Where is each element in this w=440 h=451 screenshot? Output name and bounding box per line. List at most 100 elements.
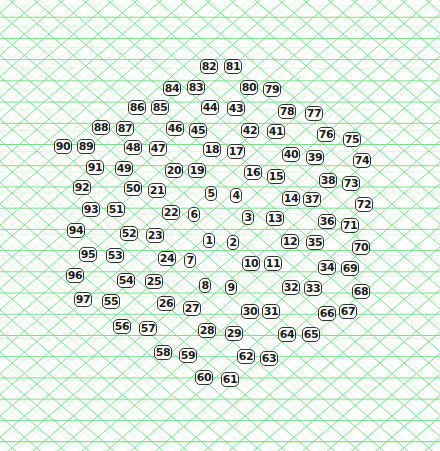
mesh-line <box>0 317 440 318</box>
mesh-line <box>0 356 440 357</box>
mesh-line <box>0 0 290 451</box>
callout-number: 60 <box>195 370 213 385</box>
mesh-line <box>0 68 440 69</box>
callout-number: 78 <box>278 104 296 119</box>
mesh-line <box>200 0 440 451</box>
mesh-line <box>0 193 440 194</box>
callout-number: 89 <box>77 139 95 154</box>
callout-number: 50 <box>124 181 142 196</box>
mesh-line <box>0 0 182 451</box>
callout-number: 46 <box>166 121 184 136</box>
mesh-line <box>202 0 440 451</box>
mesh-line <box>0 0 192 451</box>
mesh-line <box>0 0 192 451</box>
callout-number: 77 <box>305 106 323 121</box>
callout-number: 17 <box>227 144 245 159</box>
callout-number: 48 <box>124 140 142 155</box>
callout-number: 56 <box>113 319 131 334</box>
callout-number: 87 <box>116 121 134 136</box>
mesh-line <box>396 0 440 451</box>
callout-number: 5 <box>205 186 216 201</box>
callout-number: 96 <box>66 268 84 283</box>
callout-number: 88 <box>92 120 110 135</box>
mesh-line <box>0 0 278 451</box>
mesh-line <box>0 172 440 173</box>
callout-number: 2 <box>227 235 238 250</box>
callout-number: 1 <box>203 233 214 248</box>
callout-number: 29 <box>225 326 243 341</box>
mesh-line <box>151 0 440 451</box>
mesh-line <box>0 59 440 60</box>
mesh-line <box>347 0 440 451</box>
callout-number: 9 <box>225 280 236 295</box>
mesh-line <box>0 213 440 214</box>
mesh-line <box>0 109 440 110</box>
callout-number: 14 <box>282 191 300 206</box>
callout-number: 11 <box>264 256 282 271</box>
mesh-line <box>0 0 266 451</box>
mesh-line <box>0 420 440 421</box>
callout-number: 25 <box>145 274 163 289</box>
callout-number: 37 <box>303 192 321 207</box>
callout-number: 64 <box>278 327 296 342</box>
callout-number: 26 <box>157 296 175 311</box>
callout-number: 21 <box>148 183 166 198</box>
callout-number: 71 <box>341 218 359 233</box>
mesh-line <box>0 0 374 451</box>
callout-number: 66 <box>318 306 336 321</box>
callout-number: 80 <box>240 80 258 95</box>
callout-number: 8 <box>199 278 210 293</box>
mesh-line <box>10 0 440 451</box>
mesh-line <box>249 0 440 451</box>
mesh-line <box>250 0 440 451</box>
mesh-line <box>0 0 241 451</box>
callout-number: 20 <box>165 163 183 178</box>
mesh-line <box>0 0 350 451</box>
callout-number: 61 <box>221 372 239 387</box>
mesh-line <box>0 17 440 18</box>
callout-number: 41 <box>267 124 285 139</box>
mesh-line <box>0 0 38 451</box>
mesh-line <box>420 0 440 451</box>
mesh-line <box>0 335 440 336</box>
callout-number: 30 <box>241 304 259 319</box>
mesh-line <box>322 0 440 451</box>
callout-number: 3 <box>242 210 253 225</box>
mesh-line <box>4 0 440 451</box>
mesh-line <box>298 0 440 451</box>
mesh-line <box>0 0 38 451</box>
callout-number: 62 <box>237 349 255 364</box>
callout-number: 15 <box>267 169 285 184</box>
callout-number: 85 <box>151 100 169 115</box>
mesh-line <box>0 80 440 81</box>
callout-number: 32 <box>282 280 300 295</box>
callout-number: 38 <box>319 173 337 188</box>
mesh-line <box>0 89 440 90</box>
callout-number: 40 <box>282 147 300 162</box>
callout-number: 24 <box>158 251 176 266</box>
mesh-line <box>0 0 182 451</box>
callout-number: 67 <box>339 304 357 319</box>
callout-number: 18 <box>203 142 221 157</box>
callout-number: 73 <box>342 176 360 191</box>
mesh-line <box>0 0 339 451</box>
callout-number: 84 <box>163 81 181 96</box>
callout-number: 33 <box>304 281 322 296</box>
mesh-line <box>0 0 206 451</box>
mesh-line <box>0 0 62 451</box>
callout-number: 53 <box>106 248 124 263</box>
callout-number: 23 <box>146 228 164 243</box>
mesh-line <box>0 399 440 400</box>
mesh-line <box>0 0 290 451</box>
mesh-line <box>0 208 440 209</box>
callout-number: 72 <box>355 197 373 212</box>
callout-number: 81 <box>224 59 242 74</box>
mesh-line <box>0 186 440 187</box>
mesh-line <box>396 0 440 451</box>
callout-number: 13 <box>266 211 284 226</box>
callout-number: 82 <box>200 59 218 74</box>
mesh-line <box>0 0 134 451</box>
